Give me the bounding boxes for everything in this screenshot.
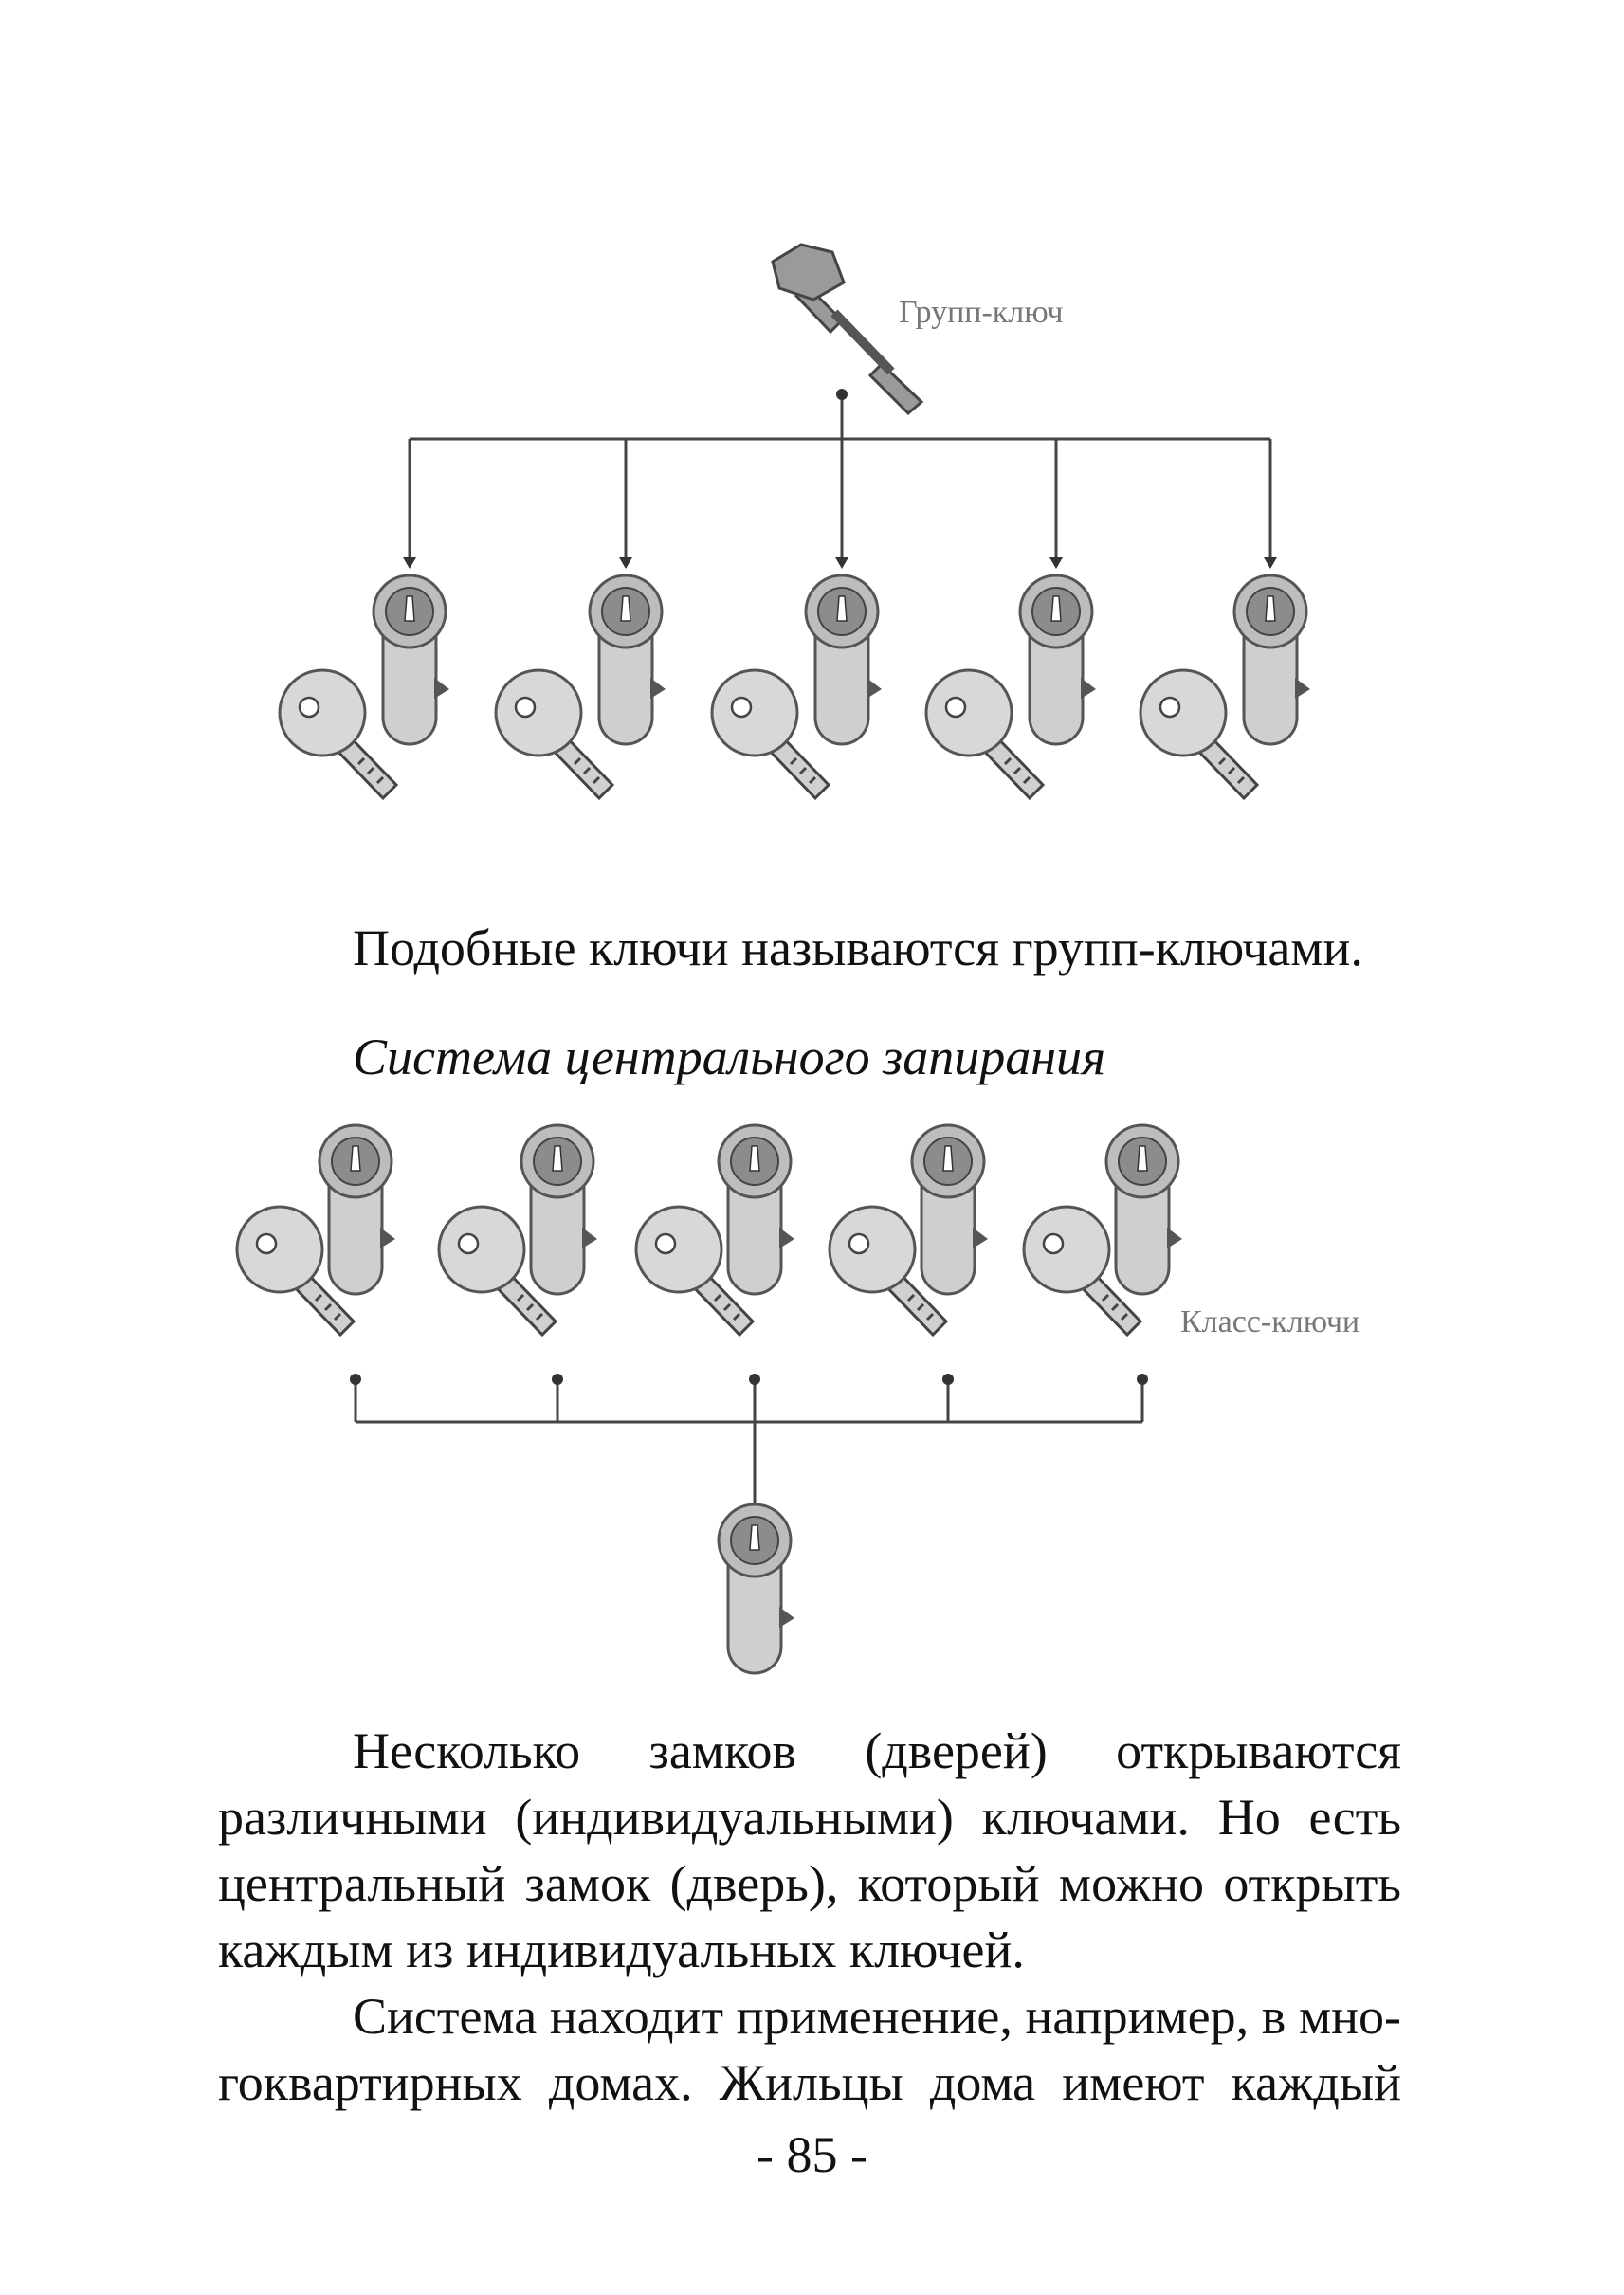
individual-key (278, 668, 398, 800)
lock-cylinder (1232, 574, 1312, 746)
paragraph-line: различными (индивидуальными) ключами. Но… (218, 1789, 1401, 1846)
paragraph-line: Система находит применение, например, в … (353, 1988, 1401, 2045)
group-key-diagram: Групп-ключ (278, 243, 1312, 800)
class-keys-label: Класс-ключи (1180, 1304, 1359, 1339)
individual-key (924, 668, 1045, 800)
lock-cylinder (1104, 1123, 1184, 1296)
lock-cylinder (318, 1123, 397, 1296)
lock-cylinder (717, 1123, 796, 1296)
individual-key (710, 668, 830, 800)
lock-cylinder (1018, 574, 1098, 746)
paragraph-line: каждым из индивидуальных ключей. (218, 1922, 1025, 1978)
page-number: - 85 - (757, 2126, 867, 2183)
individual-key (494, 668, 614, 800)
group-key-label: Групп-ключ (899, 295, 1063, 330)
paragraph-line: центральный замок (дверь), который можно… (218, 1855, 1401, 1912)
caption-text: Подобные ключи называются групп-ключами. (353, 920, 1363, 976)
individual-key (1139, 668, 1259, 800)
lock-cylinder (910, 1123, 990, 1296)
central-locking-diagram: Класс-ключи (235, 1123, 1359, 1675)
section-heading: Система центрального запирания (353, 1029, 1106, 1085)
central-lock-cylinder (717, 1503, 796, 1675)
lock-cylinder (520, 1123, 599, 1296)
paragraph-line: гоквартирных домах. Жильцы дома имеют ка… (218, 2054, 1401, 2111)
group-key-icon (771, 243, 924, 416)
lock-cylinder (588, 574, 667, 746)
paragraph-line: Несколько замков (дверей) открываются (353, 1722, 1401, 1779)
lock-cylinder (804, 574, 884, 746)
lock-cylinder (372, 574, 451, 746)
